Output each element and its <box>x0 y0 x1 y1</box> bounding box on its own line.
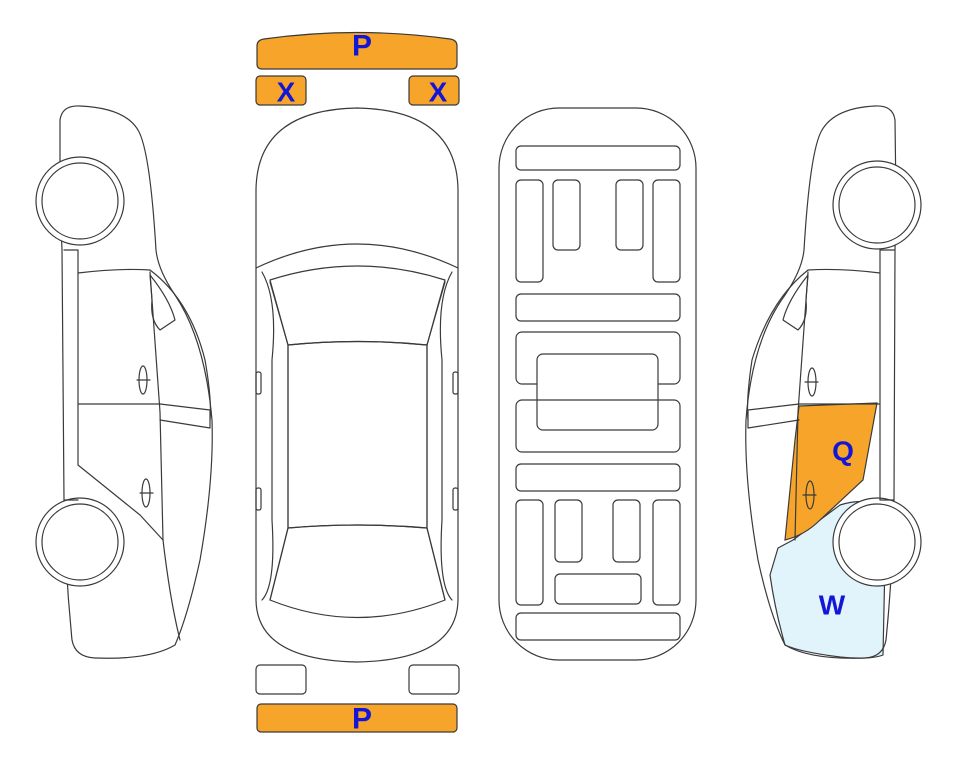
rear-right-light[interactable] <box>408 664 460 695</box>
rear-left-light[interactable] <box>255 664 307 695</box>
left-front-wheel[interactable] <box>35 156 125 246</box>
top-right-side-line <box>439 271 453 601</box>
left-side-body-outline[interactable] <box>59 105 213 659</box>
rear-bumper-damage[interactable] <box>256 703 458 733</box>
rear-bumper-label: P <box>352 703 372 736</box>
top-body-outline[interactable] <box>255 107 459 663</box>
top-right-handle <box>452 487 459 511</box>
car-underside-view <box>498 107 697 661</box>
front-bumper-label: P <box>352 30 372 63</box>
front-right-light-label: X <box>429 77 448 108</box>
front-right-light-damage[interactable] <box>408 75 460 106</box>
car-right-side-view: W Q <box>745 105 922 659</box>
underside-outline[interactable] <box>498 107 697 661</box>
top-left-mirror <box>255 371 262 395</box>
top-left-inner-line <box>269 281 289 601</box>
front-left-light-label: X <box>277 77 296 108</box>
car-left-side-view <box>35 105 213 659</box>
top-right-inner-line <box>426 281 446 601</box>
right-front-wheel[interactable] <box>832 160 922 250</box>
top-roof <box>287 340 428 529</box>
top-left-handle <box>255 487 262 511</box>
top-left-side-line <box>261 271 275 601</box>
front-left-light-damage[interactable] <box>255 75 307 106</box>
left-rear-wheel[interactable] <box>35 497 125 587</box>
top-right-mirror <box>452 371 459 395</box>
top-rear-window <box>269 524 446 619</box>
car-top-view: P X X P <box>255 30 460 736</box>
right-rear-wheel[interactable] <box>832 497 922 587</box>
front-bumper-damage[interactable] <box>256 31 458 70</box>
top-windshield <box>269 265 446 346</box>
right-rear-door-label: Q <box>832 436 854 467</box>
top-hood-line <box>255 243 459 269</box>
right-rear-quarter-label: W <box>819 590 846 621</box>
right-side-body-outline[interactable] <box>745 105 897 659</box>
